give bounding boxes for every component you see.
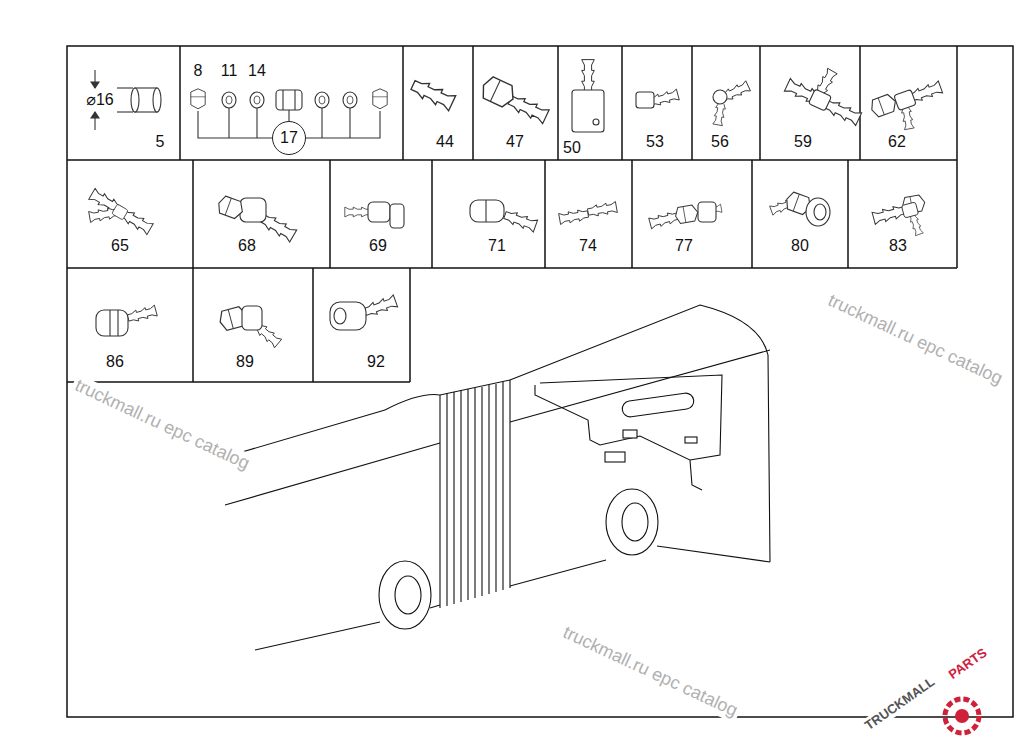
callout-number: 74 <box>579 237 597 255</box>
logo-text: PARTS <box>943 643 993 685</box>
part-icons <box>89 60 943 348</box>
watermark: truckmall.ru epc catalog <box>69 374 256 477</box>
callout-number: 56 <box>711 133 729 151</box>
watermark: truckmall.ru epc catalog <box>822 289 1009 392</box>
frame-grid <box>67 46 1013 717</box>
callout-number: 14 <box>248 62 266 80</box>
callout-number: 89 <box>236 353 254 371</box>
callout-number: 68 <box>238 237 256 255</box>
callout-number: 5 <box>156 133 165 151</box>
callout-circle: 17 <box>272 121 306 155</box>
bus-drawing <box>225 305 770 650</box>
callout-number: 86 <box>106 353 124 371</box>
callout-number: 92 <box>367 353 385 371</box>
callout-number: 83 <box>889 237 907 255</box>
callout-number: 11 <box>221 62 238 80</box>
callout-number: 77 <box>675 237 693 255</box>
logo-gear <box>945 699 979 733</box>
callout-number: 80 <box>791 237 809 255</box>
callout-number: 50 <box>563 139 581 157</box>
logo-text: TRUCKMALL <box>859 672 940 736</box>
callout-number: 59 <box>794 133 812 151</box>
watermark: truckmall.ru epc catalog <box>557 621 744 724</box>
callout-number: 44 <box>436 133 454 151</box>
callout-number: 71 <box>488 237 506 255</box>
callout-number: 47 <box>506 133 524 151</box>
callout-number: 53 <box>646 133 664 151</box>
callout-number: 65 <box>111 237 129 255</box>
callout-number: 17 <box>280 129 298 147</box>
callout-number: 69 <box>369 237 387 255</box>
callout-number: 8 <box>194 62 203 80</box>
dimension-label: ⌀16 <box>84 91 115 109</box>
callout-number: 62 <box>888 133 906 151</box>
